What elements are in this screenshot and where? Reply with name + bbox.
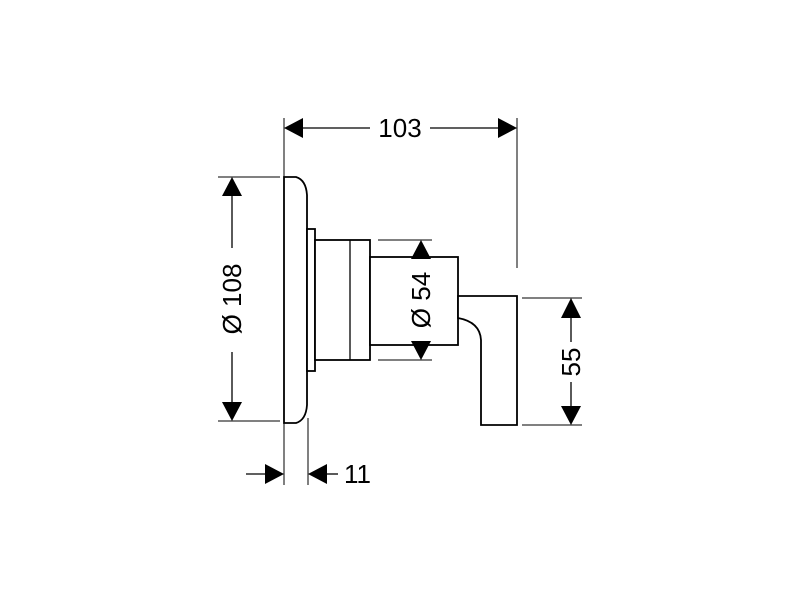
lever-length-label: 55: [556, 348, 586, 377]
arrow-down-icon: [222, 402, 242, 421]
body-diameter-label: Ø 54: [406, 272, 436, 328]
arrow-left-icon: [284, 118, 303, 138]
plate-diameter-label: Ø 108: [217, 264, 247, 335]
extension-lines: [218, 118, 582, 485]
arrow-down-icon: [561, 406, 581, 425]
arrow-down-icon: [411, 341, 431, 360]
product-outline: [283, 176, 518, 426]
collar: [306, 228, 316, 372]
valve-body: [314, 239, 371, 361]
arrow-right-icon: [265, 464, 284, 484]
overall-depth-label: 103: [378, 113, 421, 143]
dimension-lever-length: 55: [556, 298, 586, 425]
arrow-up-icon: [411, 240, 431, 259]
arrow-right-icon: [498, 118, 517, 138]
dimension-body-diameter: Ø 54: [406, 240, 436, 360]
arrow-left-icon: [308, 464, 327, 484]
dimension-overall-depth: 103: [284, 113, 517, 143]
dimension-plate-thickness: 11: [246, 459, 371, 489]
arrow-up-icon: [561, 298, 581, 318]
dimension-plate-diameter: Ø 108: [217, 177, 247, 421]
lever-handle: [457, 295, 518, 426]
wall-plate: [283, 176, 308, 424]
plate-thickness-label: 11: [344, 459, 371, 489]
arrow-up-icon: [222, 177, 242, 196]
